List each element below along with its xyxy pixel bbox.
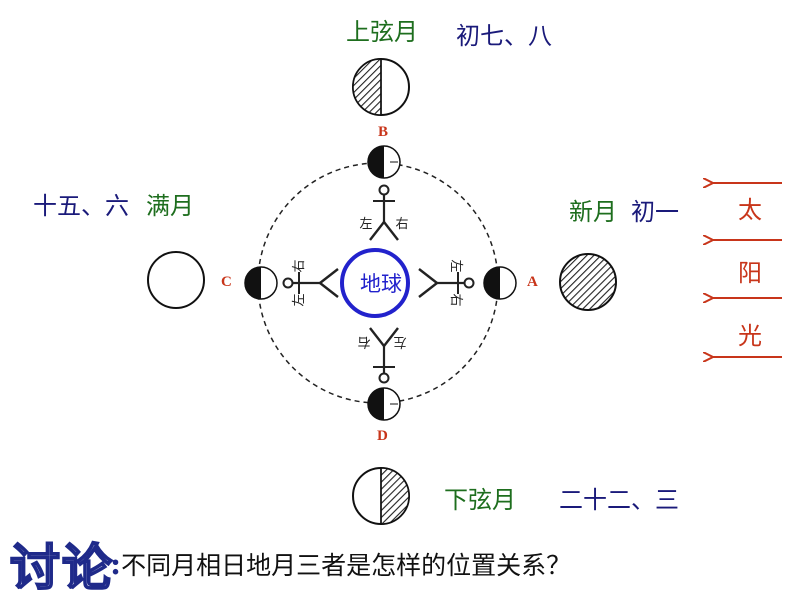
discussion-question: 讨论:不同月相日地月三者是怎样的位置关系？ [9,528,572,600]
observer-right-right-label: 右 [448,293,463,306]
position-d-label: D [377,428,388,444]
earth [340,248,410,318]
sunlight-char-3: 光 [738,322,762,350]
orbit-moon-a [483,266,517,300]
last-quarter-dates: 二十二、三 [559,486,679,514]
orbit-moon-b [367,145,401,179]
position-c-label: C [221,274,232,290]
last-quarter-name: 下弦月 [444,486,516,514]
new-moon-dates: 初一 [631,198,679,226]
full-moon-name: 满月 [146,192,194,220]
discussion-heading: 讨论 [9,538,114,598]
observer-bottom-right-label: 右 [357,334,370,349]
orbit-moon-c [244,266,278,300]
sunlight-char-2: 阳 [738,259,762,287]
observer-top-right-label: 右 [395,217,408,232]
observer-right-left-label: 左 [448,259,463,272]
new-moon-appearance [559,253,617,311]
new-moon-name: 新月 [569,198,617,226]
observer-bottom-left-label: 左 [393,334,406,349]
full-moon-dates: 十五、六 [33,192,129,220]
first-quarter-name: 上弦月 [346,18,418,46]
observer-right-figure [417,267,475,299]
position-b-label: B [378,124,389,140]
discussion-text: 不同月相日地月三者是怎样的位置关系？ [121,551,572,580]
first-quarter-dates: 初七、八 [456,22,552,50]
first-quarter-appearance [352,58,410,116]
position-a-label: A [527,274,538,290]
observer-top-left-label: 左 [359,217,372,232]
observer-top-figure [368,184,400,242]
last-quarter-appearance [352,467,410,525]
earth-label: 地球 [360,272,402,296]
observer-left-left-label: 左 [292,293,307,306]
orbit-moon-d [367,387,401,421]
discussion-colon: : [110,546,122,582]
sunlight-char-1: 太 [738,196,762,224]
observer-left-right-label: 右 [292,259,307,272]
full-moon-appearance [147,251,205,309]
